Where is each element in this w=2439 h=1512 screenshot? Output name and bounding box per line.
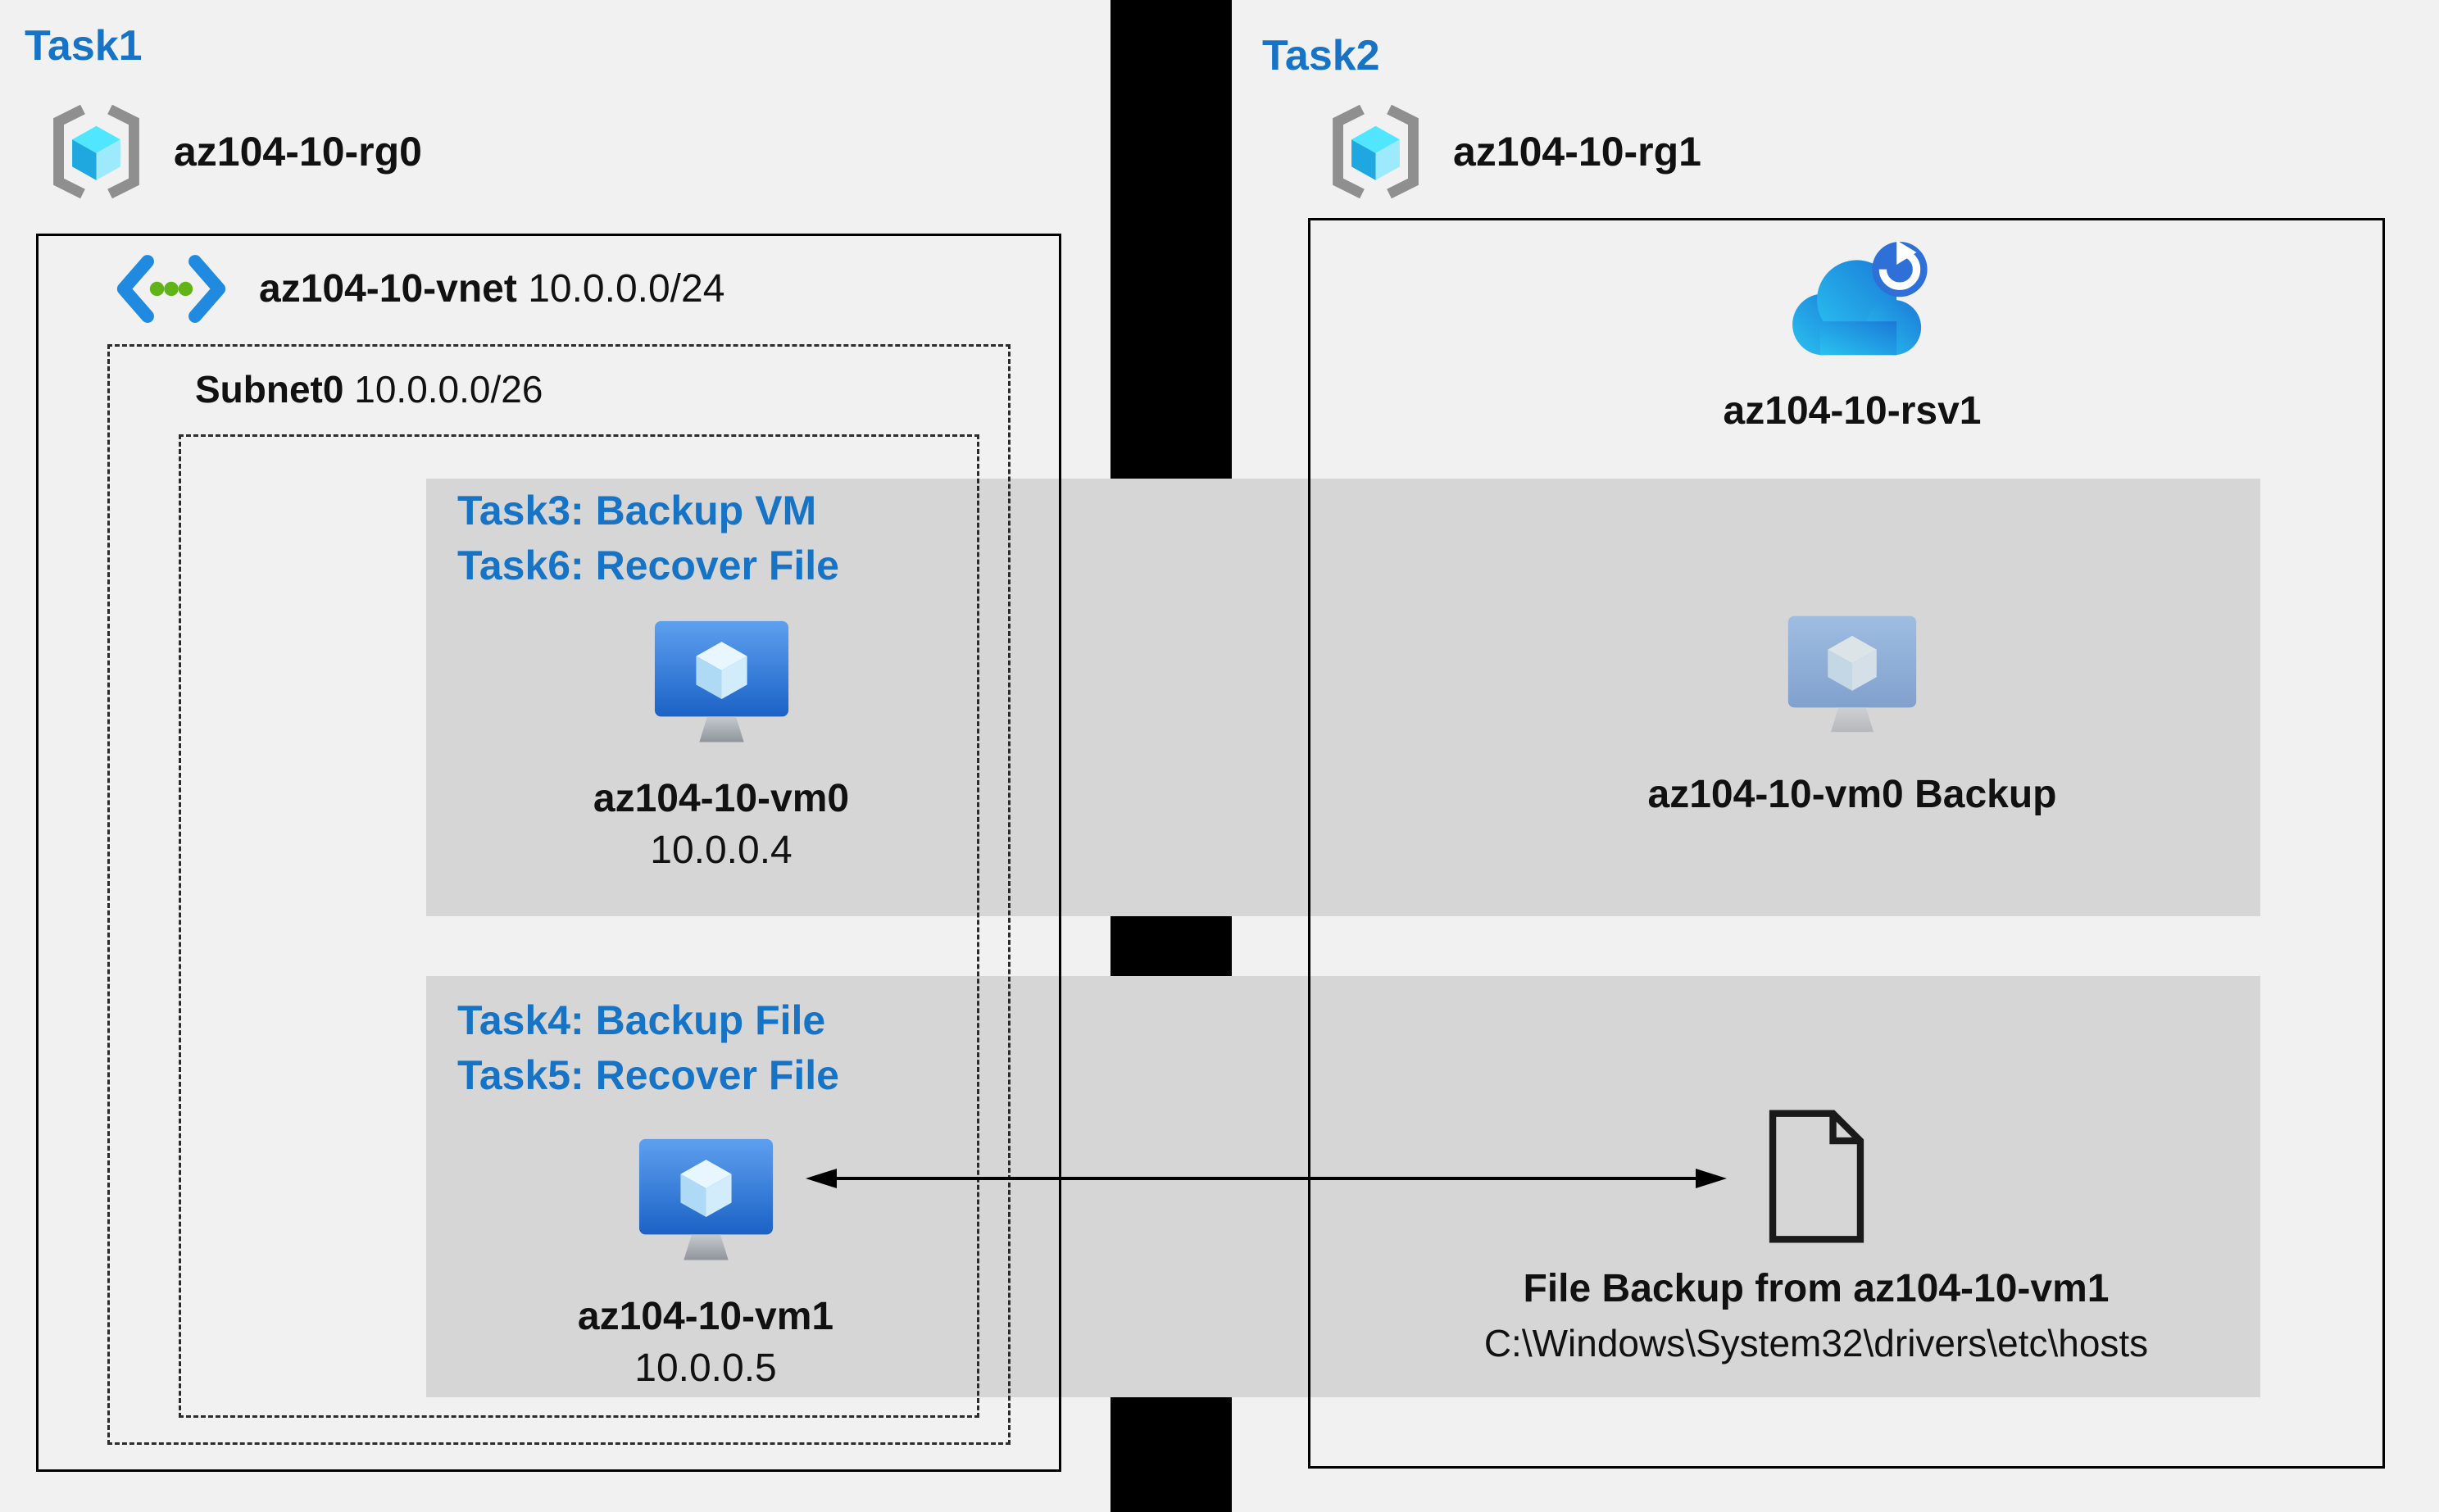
rg1-name: az104-10-rg1 xyxy=(1453,129,1701,175)
vm1-ip: 10.0.0.5 xyxy=(634,1346,777,1390)
subnet-name: Subnet0 xyxy=(195,368,344,411)
resource-group-icon xyxy=(1333,104,1419,199)
vnet-header: az104-10-vnet 10.0.0.0/24 xyxy=(111,251,724,327)
subnet-inner-box xyxy=(179,434,979,1418)
vm0-backup-label: az104-10-vm0 Backup xyxy=(1647,773,2057,816)
virtual-network-icon xyxy=(116,255,226,323)
subnet-cidr: 10.0.0.0/26 xyxy=(354,368,543,411)
vnet-name: az104-10-vnet xyxy=(259,267,517,311)
virtual-machine-icon xyxy=(654,620,788,742)
vm0-ip: 10.0.0.4 xyxy=(650,829,793,872)
vm0-task-list: Task3: Backup VM Task6: Recover File xyxy=(457,484,839,593)
virtual-machine-icon xyxy=(638,1138,773,1260)
vm0-name: az104-10-vm0 xyxy=(593,777,850,820)
vm1-figure: az104-10-vm1 10.0.0.5 xyxy=(558,1136,853,1391)
file-document-icon xyxy=(1769,1110,1864,1243)
rg0-name: az104-10-rg0 xyxy=(174,129,422,175)
task1-heading: Task1 xyxy=(25,22,143,70)
vault-name: az104-10-rsv1 xyxy=(1723,389,1982,433)
vm1-task-list: Task4: Backup File Task5: Recover File xyxy=(457,993,839,1103)
vnet-label: az104-10-vnet 10.0.0.0/24 xyxy=(259,266,724,311)
file-backup-figure: File Backup from az104-10-vm1 C:\Windows… xyxy=(1472,1108,2160,1365)
task2-heading: Task2 xyxy=(1262,32,1380,79)
rg0-header: az104-10-rg0 xyxy=(45,103,422,200)
vm0-backup-figure: az104-10-vm0 Backup xyxy=(1623,613,2082,817)
subnet-label: Subnet0 10.0.0.0/26 xyxy=(195,367,543,411)
task4-label: Task4: Backup File xyxy=(457,997,826,1043)
rg1-header: az104-10-rg1 xyxy=(1324,103,1701,200)
task5-label: Task5: Recover File xyxy=(457,1052,839,1098)
vault-figure: az104-10-rsv1 xyxy=(1672,229,2032,434)
vm0-figure: az104-10-vm0 10.0.0.4 xyxy=(574,618,869,873)
file-backup-path: C:\Windows\System32\drivers\etc\hosts xyxy=(1483,1322,2149,1364)
vm-backup-icon-wrapper xyxy=(1783,615,1921,733)
vm1-name: az104-10-vm1 xyxy=(577,1295,834,1338)
recovery-services-vault-icon xyxy=(1792,240,1928,356)
vnet-boundary-box xyxy=(36,234,1061,1472)
virtual-machine-icon xyxy=(1787,615,1917,733)
resource-group-icon xyxy=(53,104,139,199)
task6-label: Task6: Recover File xyxy=(457,543,839,588)
subnet-boundary-box xyxy=(107,344,1011,1445)
bidirectional-arrow xyxy=(806,1169,1727,1188)
task3-label: Task3: Backup VM xyxy=(457,488,817,534)
file-backup-title: File Backup from az104-10-vm1 xyxy=(1523,1267,2110,1310)
vnet-cidr: 10.0.0.0/24 xyxy=(528,267,725,311)
rg1-boundary-box xyxy=(1308,218,2385,1469)
